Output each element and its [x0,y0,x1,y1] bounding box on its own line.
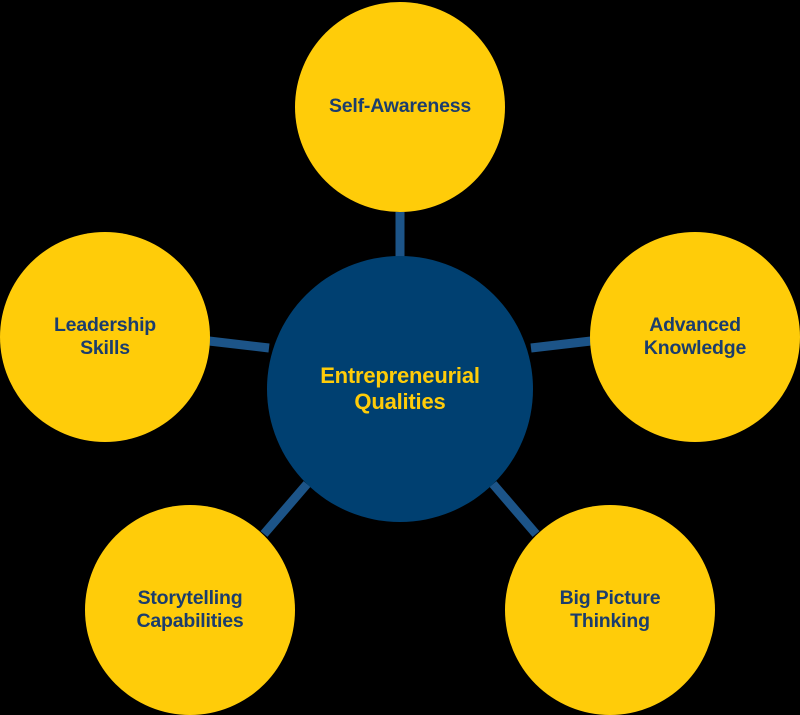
satellite-node-label: Big Picture Thinking [559,586,661,632]
connector-hub-to-storytelling-capabilities [260,481,311,537]
satellite-node-label: Leadership Skills [53,313,157,359]
connector-hub-to-leadership-skills [208,336,270,353]
satellite-node-advanced-knowledge[interactable]: Advanced Knowledge [590,232,800,442]
satellite-node-label: Storytelling Capabilities [136,586,244,632]
satellite-node-big-picture-thinking[interactable]: Big Picture Thinking [505,505,715,715]
connector-hub-to-big-picture-thinking [489,481,540,537]
hub-node-label: Entrepreneurial Qualities [320,362,480,414]
satellite-node-label: Advanced Knowledge [643,313,747,359]
satellite-node-leadership-skills[interactable]: Leadership Skills [0,232,210,442]
satellite-node-label: Self-Awareness [328,95,472,118]
hub-node-entrepreneurial-qualities[interactable]: Entrepreneurial Qualities [267,256,533,522]
satellite-node-self-awareness[interactable]: Self-Awareness [295,2,505,212]
satellite-node-storytelling-capabilities[interactable]: Storytelling Capabilities [85,505,295,715]
connector-hub-to-advanced-knowledge [530,336,592,353]
